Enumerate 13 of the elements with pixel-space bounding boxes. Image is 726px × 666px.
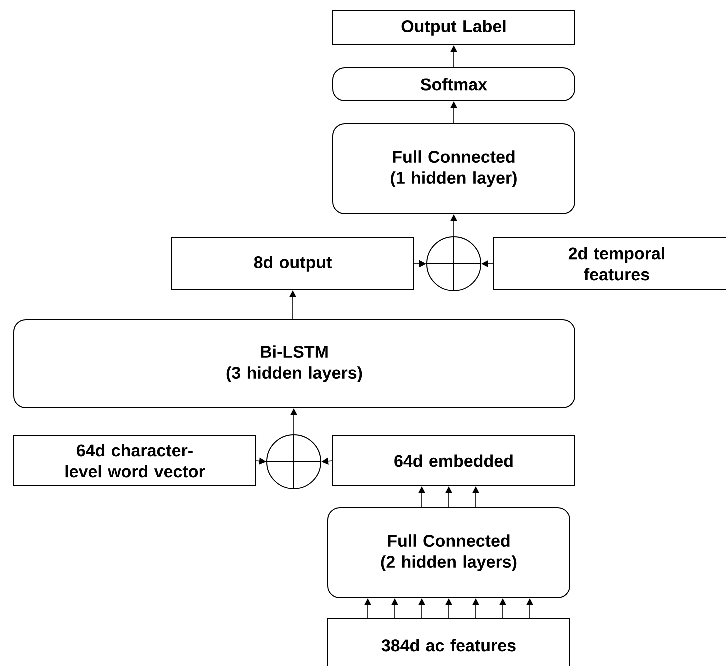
layer-box: Full Connected (2 hidden layers) <box>328 507 570 598</box>
data-box: 2d temporal features <box>494 237 726 290</box>
layer-box: Full Connected (1 hidden layer) <box>332 124 576 214</box>
layer-box: Softmax <box>332 68 576 102</box>
data-box: 64d embedded <box>332 435 576 486</box>
arrow <box>256 458 266 465</box>
sum-circle <box>426 236 482 292</box>
sum-circle <box>266 434 322 490</box>
layer-box: Bi-LSTM (3 hidden layers) <box>14 319 576 408</box>
data-box: 64d character-level word vector <box>14 435 256 486</box>
data-box: 8d output <box>172 237 414 290</box>
data-box: 384d ac features <box>328 618 570 666</box>
data-box: Output Label <box>332 10 576 46</box>
